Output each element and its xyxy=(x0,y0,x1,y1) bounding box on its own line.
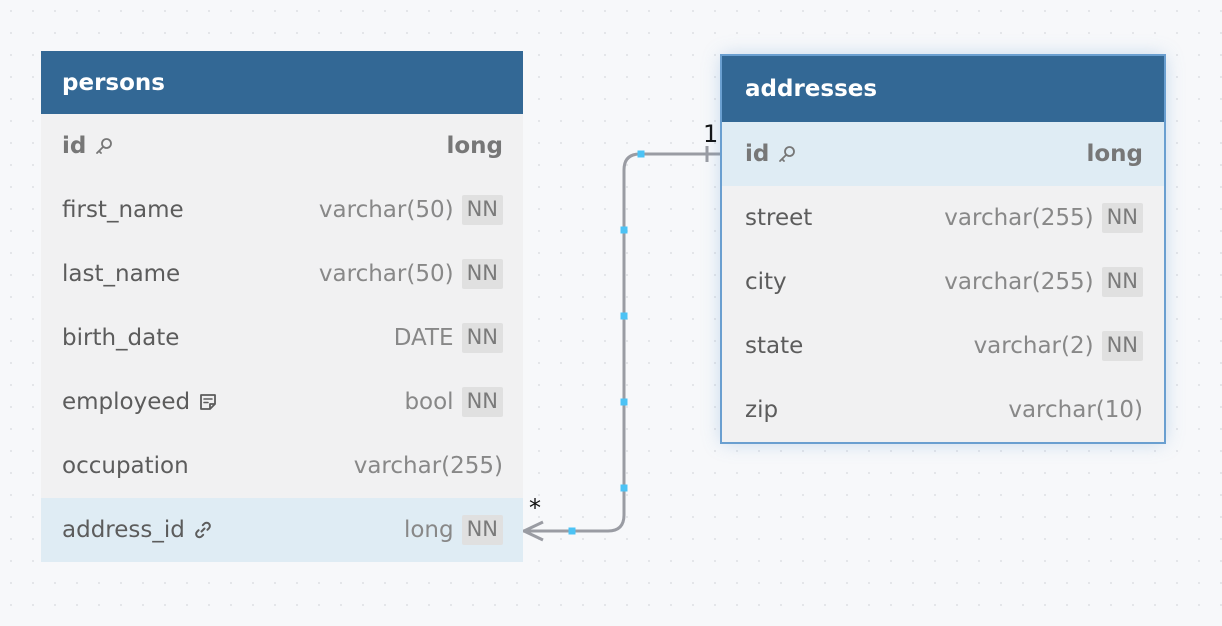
not-null-badge: NN xyxy=(461,195,503,225)
column-type-group: bool NN xyxy=(404,387,503,417)
column-row-state[interactable]: state varchar(2) NN xyxy=(722,314,1164,378)
connector-handle[interactable] xyxy=(568,527,576,535)
column-type-group: varchar(50) NN xyxy=(318,195,503,225)
column-type: long xyxy=(1086,141,1143,167)
column-row-id[interactable]: id long xyxy=(41,114,523,178)
addresses-columns: id long street varchar(255) NN city varchar(25… xyxy=(722,122,1164,442)
connector-handle[interactable] xyxy=(620,398,628,406)
column-name: zip xyxy=(745,397,779,423)
connector-handle[interactable] xyxy=(620,226,628,234)
column-name-group: birth_date xyxy=(62,325,179,351)
column-name: birth_date xyxy=(62,325,180,351)
column-name-group: zip xyxy=(745,397,778,423)
column-type-group: varchar(10) xyxy=(1008,397,1143,423)
table-header[interactable]: persons xyxy=(41,51,523,114)
not-null-badge: NN xyxy=(461,387,503,417)
not-null-badge: NN xyxy=(1101,331,1143,361)
column-name: id xyxy=(745,141,770,167)
column-type: varchar(50) xyxy=(318,261,454,287)
column-name-group: last_name xyxy=(62,261,180,287)
column-row-city[interactable]: city varchar(255) NN xyxy=(722,250,1164,314)
column-row-occupation[interactable]: occupation varchar(255) xyxy=(41,434,523,498)
column-type: varchar(255) xyxy=(944,205,1094,231)
column-row-first-name[interactable]: first_name varchar(50) NN xyxy=(41,178,523,242)
table-title: persons xyxy=(62,69,165,96)
one-cardinality-label: 1 xyxy=(703,120,718,148)
column-name: address_id xyxy=(62,517,185,543)
connector-handle[interactable] xyxy=(620,312,628,320)
connector-handle[interactable] xyxy=(620,484,628,492)
column-row-street[interactable]: street varchar(255) NN xyxy=(722,186,1164,250)
column-type: varchar(10) xyxy=(1008,397,1143,423)
not-null-badge: NN xyxy=(461,259,503,289)
column-type: varchar(255) xyxy=(353,453,503,479)
column-type-group: varchar(255) xyxy=(354,453,503,479)
not-null-badge: NN xyxy=(1101,267,1143,297)
note-icon xyxy=(198,392,218,412)
column-name-group: first_name xyxy=(62,197,184,223)
column-row-employeed[interactable]: employeed bool NN xyxy=(41,370,523,434)
column-type: varchar(50) xyxy=(318,197,454,223)
not-null-badge: NN xyxy=(461,515,503,545)
column-type-group: varchar(2) NN xyxy=(973,331,1143,361)
column-name-group: id xyxy=(62,133,114,159)
key-icon xyxy=(777,144,797,164)
column-row-address-id[interactable]: address_id long NN xyxy=(41,498,523,562)
column-name: employeed xyxy=(62,389,191,415)
not-null-badge: NN xyxy=(461,323,503,353)
column-name: id xyxy=(62,133,87,159)
column-name: street xyxy=(745,205,813,231)
column-type-group: varchar(255) NN xyxy=(944,267,1143,297)
column-name: state xyxy=(745,333,804,359)
column-type-group: long xyxy=(1086,141,1143,167)
column-name-group: address_id xyxy=(62,517,213,543)
column-name-group: street xyxy=(745,205,812,231)
column-row-zip[interactable]: zip varchar(10) xyxy=(722,378,1164,442)
many-crowfoot-marker xyxy=(520,520,544,542)
table-header[interactable]: addresses xyxy=(722,56,1164,122)
column-type-group: varchar(255) NN xyxy=(944,203,1143,233)
column-type-group: long NN xyxy=(403,515,503,545)
column-type: DATE xyxy=(393,325,454,351)
column-row-id[interactable]: id long xyxy=(722,122,1164,186)
column-name-group: occupation xyxy=(62,453,189,479)
column-type: long xyxy=(446,133,503,159)
key-icon xyxy=(94,136,114,156)
column-type: varchar(255) xyxy=(944,269,1094,295)
column-row-last-name[interactable]: last_name varchar(50) NN xyxy=(41,242,523,306)
column-name-group: city xyxy=(745,269,787,295)
column-name: last_name xyxy=(62,261,181,287)
column-type: bool xyxy=(404,389,454,415)
link-icon xyxy=(193,520,213,540)
column-type: varchar(2) xyxy=(973,333,1094,359)
column-name-group: id xyxy=(745,141,797,167)
not-null-badge: NN xyxy=(1101,203,1143,233)
column-name-group: employeed xyxy=(62,389,218,415)
column-type-group: DATE NN xyxy=(393,323,503,353)
column-name-group: state xyxy=(745,333,803,359)
many-cardinality-label: * xyxy=(529,494,541,522)
column-type-group: varchar(50) NN xyxy=(318,259,503,289)
column-name: occupation xyxy=(62,453,189,479)
column-name: first_name xyxy=(62,197,184,223)
column-row-birth-date[interactable]: birth_date DATE NN xyxy=(41,306,523,370)
column-name: city xyxy=(745,269,787,295)
connector-handle[interactable] xyxy=(637,150,645,158)
column-type-group: long xyxy=(446,133,503,159)
connector-handles[interactable] xyxy=(568,150,645,535)
relationship-line[interactable] xyxy=(523,152,722,533)
table-title: addresses xyxy=(745,76,878,102)
column-type: long xyxy=(403,517,454,543)
